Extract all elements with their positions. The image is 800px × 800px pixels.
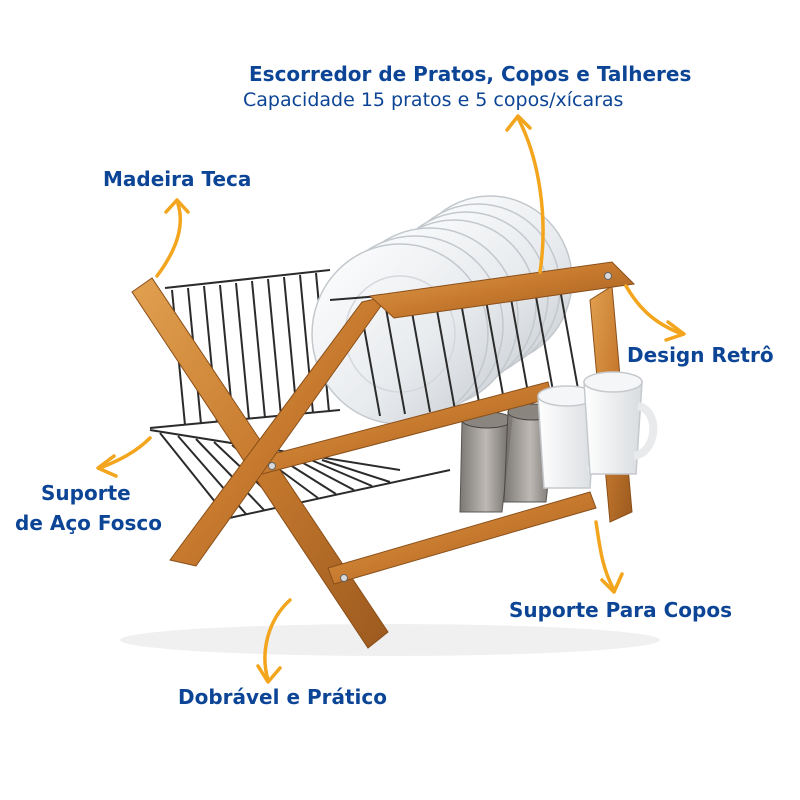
callout-steel-line2: de Aço Fosco <box>15 511 162 535</box>
arrow-wood <box>155 202 183 278</box>
arrow-foldable <box>263 598 292 682</box>
callout-foldable: Dobrável e Prático <box>178 685 387 709</box>
ground-shadow <box>120 624 660 656</box>
bolt <box>268 462 276 470</box>
arrow-title <box>516 116 545 274</box>
callout-arrows <box>96 114 686 684</box>
callout-steel-line1: Suporte <box>41 481 131 505</box>
arrow-steel <box>98 436 152 470</box>
white-mugs <box>537 371 658 489</box>
callout-wood: Madeira Teca <box>103 167 252 191</box>
wood-leg-front <box>169 295 390 567</box>
callout-design: Design Retrô <box>627 343 774 367</box>
capacity-subtitle: Capacidade 15 pratos e 5 copos/xícaras <box>243 89 624 111</box>
page-title: Escorredor de Pratos, Copos e Talheres <box>249 62 692 86</box>
wood-top-rail <box>368 261 636 319</box>
callout-cup-holder: Suporte Para Copos <box>509 598 732 622</box>
bolt <box>340 574 348 582</box>
wood-bottom-bar <box>327 491 597 585</box>
arrow-design <box>624 284 684 336</box>
arrow-cup-holder <box>594 520 616 592</box>
bolt <box>604 272 612 280</box>
